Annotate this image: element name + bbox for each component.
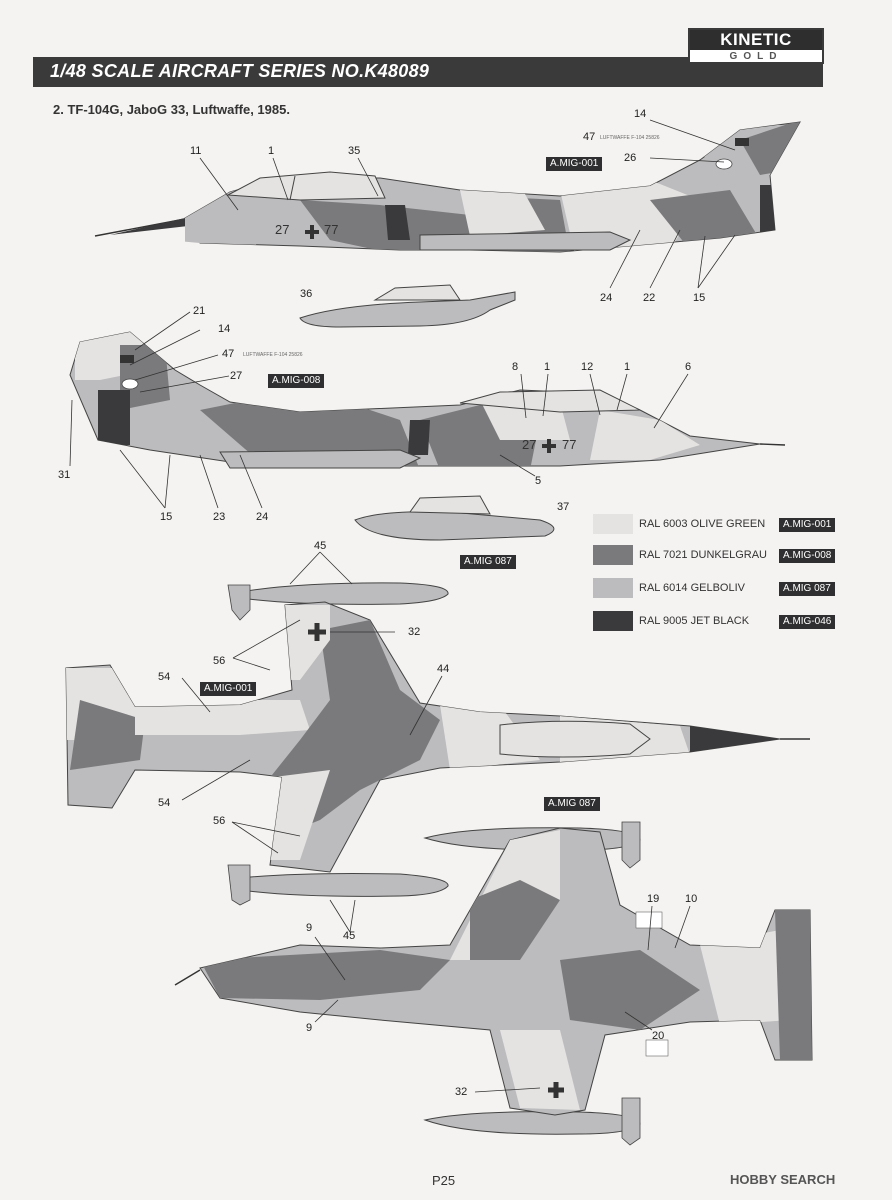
callout-15: 15 [693, 292, 706, 304]
logo-gold-text: GOLD [729, 51, 783, 62]
callout-54b: 54 [158, 797, 171, 809]
callout-15b: 15 [160, 511, 173, 523]
callout-54: 54 [158, 671, 171, 683]
callout-31: 31 [58, 469, 71, 481]
legend-swatch [593, 545, 633, 565]
side-view-2 [69, 331, 786, 469]
legend-row-gelboliv: RAL 6014 GELBOLIV A.MIG 087 [593, 578, 843, 600]
callout-36: 36 [300, 288, 313, 300]
callout-12: 12 [581, 361, 594, 373]
legend-label: RAL 6014 GELBOLIV [639, 582, 745, 594]
side-view-1 [94, 121, 801, 253]
callout-24b: 24 [256, 511, 269, 523]
callout-37: 37 [557, 501, 570, 513]
stencil-side1: LUFTWAFFE F-104 25826 [600, 135, 660, 141]
aircraft-subtitle: 2. TF-104G, JaboG 33, Luftwaffe, 1985. [53, 102, 290, 117]
callout-22: 22 [643, 292, 656, 304]
mig-tag-side2: A.MIG-008 [268, 374, 325, 388]
series-title: 1/48 SCALE AIRCRAFT SERIES NO.K48089 [50, 61, 430, 81]
watermark: HOBBY SEARCH [730, 1172, 836, 1187]
callout-10: 10 [685, 893, 698, 905]
balkenkreuz-top [308, 623, 326, 641]
callout-1b: 1 [544, 361, 551, 373]
mig-tag-side1: A.MIG-001 [546, 157, 603, 171]
callout-11: 11 [190, 145, 202, 157]
legend-label: RAL 7021 DUNKELGRAU [639, 549, 767, 561]
leader-lines [69, 119, 736, 1093]
callout-14: 14 [634, 108, 647, 120]
serial-right-side2: 77 [562, 437, 577, 452]
legend-code: A.MIG 087 [779, 582, 835, 596]
nose-radome-black [110, 218, 188, 235]
callout-56: 56 [213, 655, 226, 667]
callout-9b: 9 [306, 1022, 313, 1034]
legend-code: A.MIG-001 [779, 518, 836, 532]
callout-1c: 1 [624, 361, 631, 373]
callout-6: 6 [685, 361, 692, 373]
callout-44: 44 [437, 663, 450, 675]
callout-32: 32 [408, 626, 421, 638]
callout-45: 45 [314, 540, 327, 552]
bottom-view [174, 821, 813, 1146]
callout-26: 26 [624, 152, 637, 164]
callout-24: 24 [600, 292, 613, 304]
mig-tag-tank2: A.MIG 087 [460, 555, 516, 569]
page-number: P25 [432, 1173, 456, 1188]
callout-56b: 56 [213, 815, 226, 827]
legend-code: A.MIG-008 [779, 549, 836, 563]
legend-row-olive-green: RAL 6003 OLIVE GREEN A.MIG-001 [593, 514, 843, 536]
legend-swatch [593, 514, 633, 534]
kinetic-gold-logo: KINETIC GOLD [688, 28, 824, 64]
callout-1: 1 [268, 145, 275, 157]
logo-kinetic-text: KINETIC [690, 30, 822, 50]
legend-swatch [593, 611, 633, 631]
callout-32b: 32 [455, 1086, 468, 1098]
legend-row-dunkelgrau: RAL 7021 DUNKELGRAU A.MIG-008 [593, 545, 843, 567]
callout-35: 35 [348, 145, 361, 157]
drop-tank-1 [299, 284, 516, 328]
stencil-side2: LUFTWAFFE F-104 25826 [243, 352, 303, 358]
balkenkreuz-bottom [548, 1082, 564, 1098]
callout-20: 20 [652, 1030, 665, 1042]
balkenkreuz-side2 [542, 439, 556, 453]
serial-right-side1: 77 [324, 222, 339, 237]
legend-row-jet-black: RAL 9005 JET BLACK A.MIG-046 [593, 611, 843, 633]
callout-23: 23 [213, 511, 226, 523]
callout-9: 9 [306, 922, 313, 934]
drop-tank-2 [354, 495, 555, 541]
serial-left-side2: 27 [522, 437, 537, 452]
legend-code: A.MIG-046 [779, 615, 836, 629]
callout-47: 47 [583, 131, 596, 143]
callout-47b: 47 [222, 348, 235, 360]
callout-5: 5 [535, 475, 542, 487]
callout-19: 19 [647, 893, 660, 905]
callout-14b: 14 [218, 323, 231, 335]
balkenkreuz-side1 [305, 225, 319, 239]
serial-left-side1: 27 [275, 222, 290, 237]
legend-label: RAL 6003 OLIVE GREEN [639, 518, 766, 530]
mig-tag-bottom: A.MIG 087 [544, 797, 600, 811]
legend-swatch [593, 578, 633, 598]
mig-tag-top: A.MIG-001 [200, 682, 257, 696]
callout-21: 21 [193, 305, 206, 317]
callout-45b: 45 [343, 930, 356, 942]
legend-label: RAL 9005 JET BLACK [639, 615, 750, 627]
callout-27: 27 [230, 370, 243, 382]
callout-8: 8 [512, 361, 519, 373]
